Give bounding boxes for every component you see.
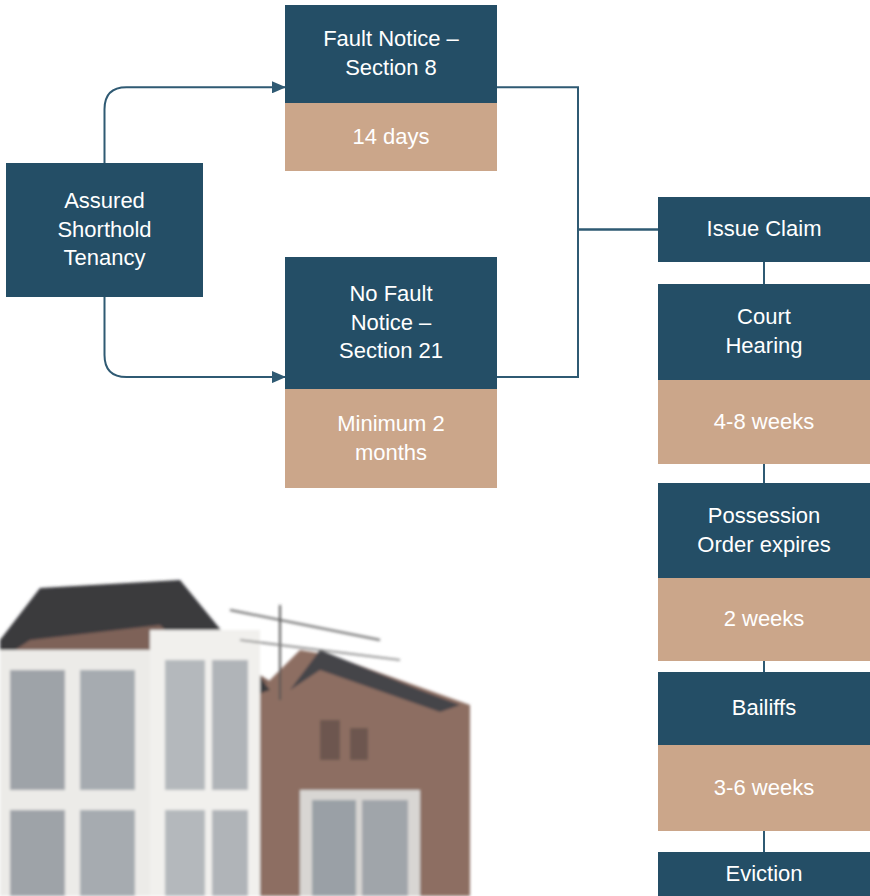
flow-connector (763, 262, 765, 284)
step-heading-panel: Issue Claim (658, 197, 870, 262)
duration-label: 2 weeks (724, 605, 805, 634)
flow-connector (763, 464, 765, 483)
step-label: Court Hearing (704, 303, 824, 360)
duration-label: Minimum 2 months (331, 410, 451, 467)
duration-label: 14 days (352, 123, 429, 152)
process-box: Eviction (658, 852, 870, 896)
process-box: Issue Claim (658, 197, 870, 262)
step-label: Possession Order expires (684, 502, 844, 559)
process-box: Fault Notice – Section 8 14 days (285, 5, 497, 171)
step-label: Assured Shorthold Tenancy (45, 187, 165, 273)
step-heading-panel: Eviction (658, 852, 870, 896)
process-box: No Fault Notice – Section 21 Minimum 2 mo… (285, 257, 497, 488)
duration-panel: 4-8 weeks (658, 380, 870, 464)
step-heading-panel: Bailiffs (658, 672, 870, 745)
duration-panel: 2 weeks (658, 578, 870, 661)
step-label: Eviction (725, 860, 802, 889)
process-box: Court Hearing 4-8 weeks (658, 284, 870, 464)
step-heading-panel: No Fault Notice – Section 21 (285, 257, 497, 389)
process-box: Assured Shorthold Tenancy (6, 163, 203, 297)
step-heading-panel: Court Hearing (658, 284, 870, 380)
step-label: Fault Notice – Section 8 (296, 25, 486, 82)
step-heading-panel: Assured Shorthold Tenancy (6, 163, 203, 297)
flow-connector (105, 87, 286, 163)
step-label: Bailiffs (732, 694, 796, 723)
duration-panel: Minimum 2 months (285, 389, 497, 488)
step-heading-panel: Fault Notice – Section 8 (285, 5, 497, 103)
step-heading-panel: Possession Order expires (658, 483, 870, 578)
process-box: Bailiffs 3-6 weeks (658, 672, 870, 831)
duration-panel: 3-6 weeks (658, 745, 870, 831)
duration-label: 3-6 weeks (714, 774, 814, 803)
flow-connector (105, 297, 286, 377)
process-box: Possession Order expires 2 weeks (658, 483, 870, 661)
duration-panel: 14 days (285, 103, 497, 171)
step-label: No Fault Notice – Section 21 (326, 280, 456, 366)
flow-connector (763, 831, 765, 852)
flow-connector (497, 230, 658, 378)
flow-connector (497, 87, 658, 229)
flow-connector (763, 661, 765, 672)
step-label: Issue Claim (707, 215, 822, 244)
duration-label: 4-8 weeks (714, 408, 814, 437)
